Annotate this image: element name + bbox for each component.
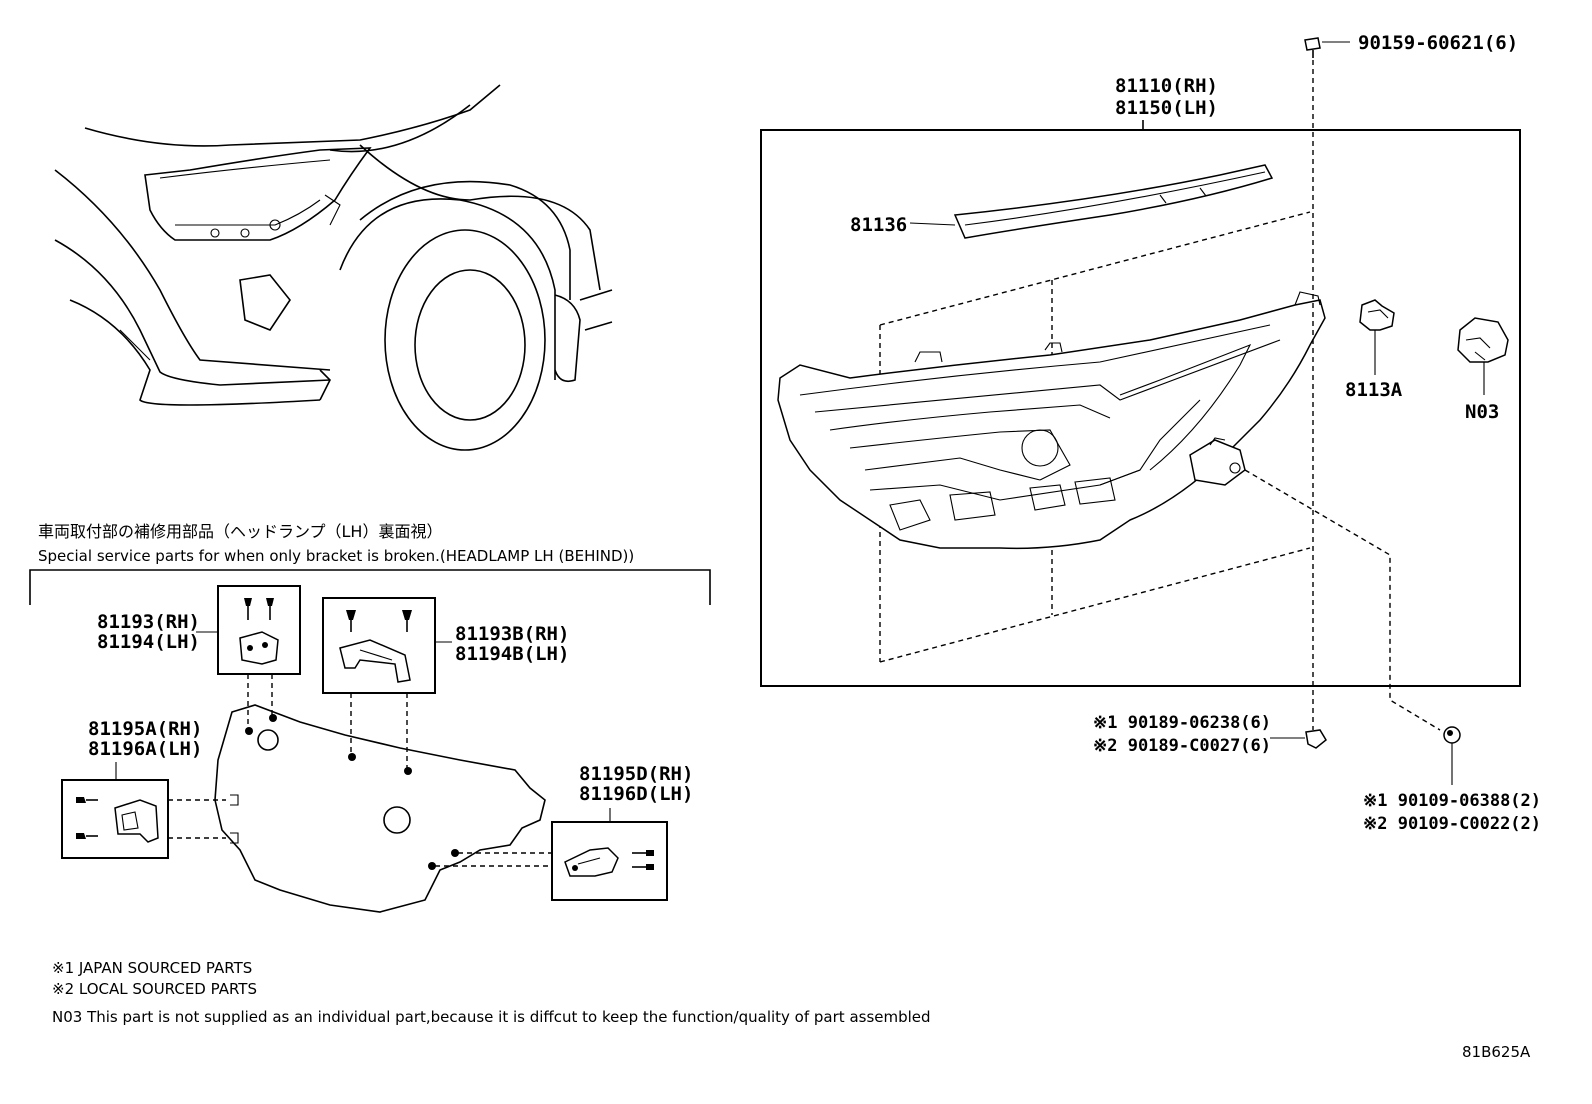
bracket1-frame: [217, 585, 301, 675]
label-bolt-top: 90159-60621(6): [1358, 32, 1518, 54]
label-strip: 81136: [850, 214, 907, 236]
section-title-jp: 車両取付部の補修用部品（ヘッドランプ（LH）裏面視）: [38, 522, 442, 541]
headlamp-body-part: [777, 291, 1326, 550]
vehicle-front-view: [54, 84, 613, 451]
label-bracket3-lh: 81196A(LH): [88, 738, 202, 760]
label-headlamp-lh: 81150(LH): [1115, 97, 1218, 119]
label-bracket2-lh: 81194B(LH): [455, 643, 569, 665]
label-headlamp-rh: 81110(RH): [1115, 75, 1218, 97]
screw-b-part: [1443, 726, 1461, 785]
special-service-section: [29, 569, 711, 913]
label-bracket1-rh: 81193(RH): [97, 611, 200, 633]
socket-part: [1359, 299, 1395, 375]
note-n03: N03 This part is not supplied as an indi…: [52, 1008, 931, 1026]
bracket2-part: [339, 610, 412, 683]
label-bracket4-rh: 81195D(RH): [579, 763, 693, 785]
label-socket: 8113A: [1345, 379, 1403, 401]
bracket2-frame: [322, 597, 436, 694]
bracket3-frame: [61, 779, 169, 859]
headlamp-assembly-frame: [760, 129, 1521, 687]
label-bracket3-rh: 81195A(RH): [88, 718, 202, 740]
label-bracket2-rh: 81193B(RH): [455, 623, 569, 645]
label-screw-b-1: ※1 90109-06388(2): [1363, 791, 1541, 811]
label-n03: N03: [1465, 401, 1499, 423]
note-local-sourced: ※2 LOCAL SOURCED PARTS: [52, 980, 257, 998]
bracket4-part: [564, 847, 654, 877]
figure-code: 81B625A: [1462, 1043, 1531, 1061]
bracket1-part: [239, 598, 279, 665]
trim-strip-part: [909, 164, 1274, 239]
n03-part: [1457, 317, 1509, 395]
label-screw-b-2: ※2 90109-C0022(2): [1363, 814, 1541, 834]
label-screw-a-1: ※1 90189-06238(6): [1093, 713, 1271, 733]
note-japan-sourced: ※1 JAPAN SOURCED PARTS: [52, 959, 252, 977]
headlamp-assembly-group: [760, 37, 1521, 731]
label-bracket1-lh: 81194(LH): [97, 631, 200, 653]
top-bolt-part: [1304, 37, 1350, 730]
label-bracket4-lh: 81196D(LH): [579, 783, 693, 805]
label-screw-a-2: ※2 90189-C0027(6): [1093, 736, 1271, 756]
screw-a-part: [1270, 729, 1327, 749]
section-title-en: Special service parts for when only brac…: [38, 547, 634, 565]
bracket3-part: [76, 797, 159, 843]
